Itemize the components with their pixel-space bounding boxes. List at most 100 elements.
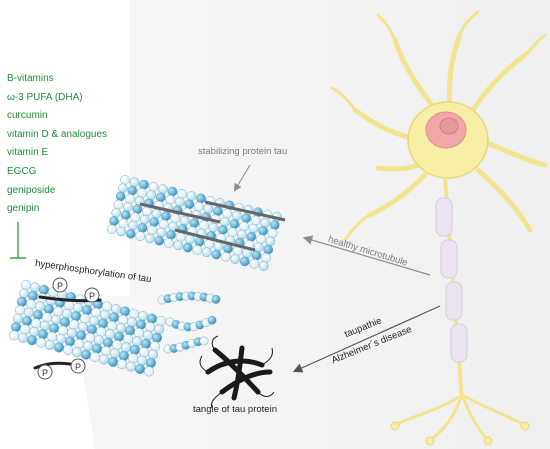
tubulin-bead (26, 299, 37, 310)
tubulin-bead (100, 346, 111, 357)
tubulin-bead (211, 294, 221, 304)
myelin-segment (435, 197, 453, 237)
tubulin-bead (158, 184, 168, 194)
nucleolus (439, 117, 459, 135)
tubulin-bead (126, 228, 136, 239)
tubulin-bead (144, 233, 155, 244)
tubulin-bead (93, 335, 104, 346)
tubulin-bead (220, 251, 231, 262)
tubulin-bead (138, 347, 149, 358)
tubulin-bead (14, 305, 26, 316)
tubulin-bead (246, 231, 257, 242)
tubulin-bead (12, 313, 24, 324)
tubulin-bead (56, 334, 67, 345)
tubulin-bead (75, 330, 86, 341)
tubulin-bead (147, 349, 158, 360)
svg-text:P: P (57, 281, 63, 291)
tubulin-bead (158, 219, 169, 230)
tubulin-bead (125, 361, 136, 372)
tubulin-bead (68, 319, 79, 330)
svg-text:P: P (75, 362, 81, 372)
disassembled-tubulin-chain (157, 291, 221, 354)
tubulin-bead (203, 204, 214, 214)
tubulin-bead (58, 325, 69, 336)
tubulin-bead (134, 364, 145, 375)
tubulin-bead (129, 344, 140, 355)
tubulin-bead (199, 336, 209, 346)
tau-protein-bar (204, 200, 286, 222)
tubulin-bead (258, 261, 269, 271)
phosphate-group-3: P (37, 364, 53, 380)
tubulin-bead (174, 197, 185, 207)
tubulin-bead (185, 234, 195, 245)
tubulin-bead (116, 359, 127, 370)
tubulin-bead (207, 315, 217, 325)
tubulin-bead (128, 308, 139, 319)
tubulin-bead (177, 188, 187, 199)
tubulin-bead (42, 312, 53, 323)
tubulin-bead (170, 213, 181, 224)
tubulin-bead (258, 226, 268, 236)
tubulin-bead (53, 306, 64, 317)
tubulin-bead (194, 236, 205, 247)
tubulin-bead (248, 223, 259, 234)
tubulin-bead (77, 322, 88, 333)
label-tangle: tangle of tau protein (193, 404, 277, 415)
tubulin-bead (113, 199, 124, 210)
tubulin-bead (113, 331, 124, 342)
tubulin-bead (22, 316, 33, 327)
tubulin-bead (189, 218, 200, 228)
tubulin-bead (31, 318, 42, 329)
myelin-segment (440, 239, 458, 279)
tubulin-bead (136, 355, 147, 366)
tubulin-bead (229, 219, 240, 229)
tubulin-bead (139, 179, 149, 190)
tubulin-bead (186, 191, 197, 201)
phosphate-group-2: P (84, 287, 100, 303)
tubulin-bead (167, 186, 178, 197)
tubulin-bead (64, 336, 75, 347)
tubulin-bead (19, 288, 30, 299)
tubulin-bead (142, 206, 152, 217)
tubulin-bead (173, 240, 184, 251)
tubulin-bead (140, 338, 151, 349)
tubulin-bead (71, 347, 82, 358)
tubulin-bead (218, 225, 228, 235)
tubulin-bead (60, 317, 71, 328)
tubulin-bead (131, 336, 142, 347)
tubulin-bead (250, 215, 261, 226)
tubulin-bead (230, 254, 241, 264)
tubulin-bead (45, 340, 56, 351)
tubulin-bead (212, 206, 223, 216)
compound-item: EGCG (7, 165, 37, 177)
tubulin-bead (24, 307, 35, 318)
tubulin-bead (139, 214, 150, 225)
tubulin-bead (104, 329, 115, 340)
svg-text:P: P (89, 291, 95, 301)
tubulin-bead (107, 224, 117, 234)
tubulin-bead (227, 227, 238, 237)
tubulin-bead (267, 228, 278, 238)
tubulin-bead (18, 332, 29, 343)
tubulin-bead (66, 328, 77, 339)
tubulin-bead (90, 307, 101, 318)
tubulin-bead (127, 185, 138, 196)
tubulin-bead (17, 296, 28, 307)
tubulin-bead (63, 300, 74, 311)
tubulin-bead (29, 326, 40, 337)
compound-item: vitamin E (7, 147, 49, 159)
tubulin-bead (165, 194, 176, 205)
tubulin-bead (80, 349, 91, 360)
tubulin-bead (21, 280, 32, 291)
tubulin-bead (109, 216, 119, 226)
tubulin-bead (156, 227, 167, 238)
tau-protein-bar (174, 228, 256, 252)
tubulin-bead (97, 318, 108, 329)
tubulin-bead (102, 337, 113, 348)
tubulin-bead (126, 317, 137, 328)
tubulin-bead (120, 342, 131, 353)
compound-list: B-vitamins ω-3 PUFA (DHA) curcumin vitam… (7, 70, 107, 219)
tubulin-bead (124, 325, 135, 336)
arrow-healthy (302, 235, 431, 276)
tubulin-bead (81, 305, 92, 316)
